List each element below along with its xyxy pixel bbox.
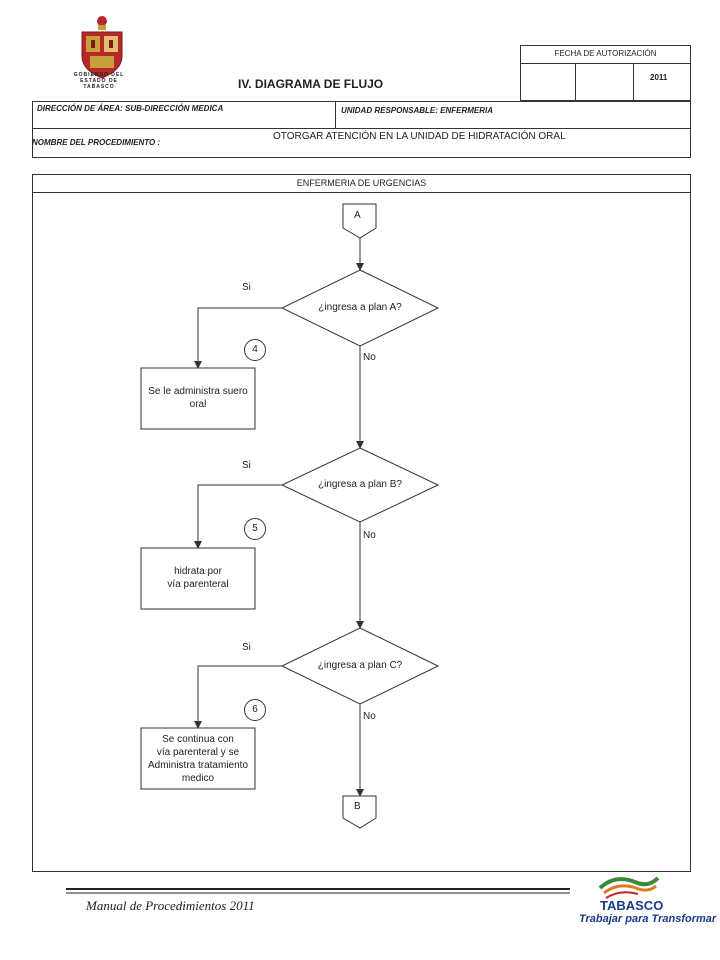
process-4-line: Se le administra suero	[148, 386, 248, 397]
authorization-year: 2011	[650, 73, 668, 82]
step-6-number: 6	[244, 699, 266, 721]
connector-b-label: B	[354, 801, 361, 812]
emblem-line-2: ESTADO DE	[80, 78, 118, 84]
procedure-name-label: NOMBRE DEL PROCEDIMIENTO :	[32, 138, 161, 147]
swimlane-title: ENFERMERIA DE URGENCIAS	[296, 178, 427, 188]
decision-b-yes-label: Si	[242, 460, 251, 471]
step-4-number: 4	[244, 339, 266, 361]
step-5-number: 5	[244, 518, 266, 540]
connector-a-shape	[342, 203, 377, 239]
connector-b-shape	[342, 795, 377, 829]
decision-a-yes-label: Si	[242, 282, 251, 293]
tabasco-slogan: Trabajar para Transformar	[579, 913, 717, 925]
connector-a-label: A	[354, 210, 361, 221]
direccion-area: DIRECCIÓN DE ÁREA: SUB-DIRECCIÓN MEDICA	[37, 104, 224, 113]
process-5-shape	[140, 547, 256, 610]
unidad-responsable: UNIDAD RESPONSABLE: ENFERMERIA	[341, 106, 494, 115]
tabasco-logo-word: TABASCO	[600, 898, 664, 913]
process-4-line: oral	[189, 399, 207, 410]
process-5-line: vía parenteral	[167, 579, 229, 590]
decision-a-no-label: No	[363, 352, 376, 363]
emblem-line-3: TABASCO	[83, 84, 115, 90]
process-5-line: hidrata por	[174, 566, 222, 577]
flow-line	[194, 665, 282, 729]
flow-line	[194, 484, 282, 549]
decision-c-text: ¿ingresa a plan C?	[317, 660, 403, 671]
emblem-shield-icon	[81, 16, 123, 79]
process-4-text: Se le administra suero oral	[141, 385, 255, 411]
authorization-date-box	[520, 45, 691, 101]
process-6-text: Se continua con vía parenteral y se Admi…	[141, 733, 255, 785]
emblem-line-1: GOBIERNO DEL	[73, 72, 125, 78]
process-6-line: medico	[181, 773, 215, 784]
decision-a-text: ¿ingresa a plan A?	[318, 302, 402, 313]
process-6-shape	[140, 727, 256, 790]
decision-b-text: ¿ingresa a plan B?	[318, 479, 402, 490]
authorization-date-label: FECHA DE AUTORIZACIÓN	[554, 49, 657, 58]
process-4-shape	[140, 367, 256, 430]
decision-b-no-label: No	[363, 530, 376, 541]
decision-c-yes-label: Si	[242, 642, 251, 653]
flow-line	[194, 307, 282, 369]
manual-footer-text: Manual de Procedimientos 2011	[86, 898, 255, 913]
process-6-line: Se continua con	[162, 734, 234, 745]
procedure-name-row	[32, 128, 691, 158]
procedure-name-value: OTORGAR ATENCIÓN EN LA UNIDAD DE HIDRATA…	[273, 131, 566, 142]
decision-c-no-label: No	[363, 711, 376, 722]
tabasco-logo-icon	[598, 876, 660, 899]
process-6-line: Administra tratamiento	[147, 760, 249, 771]
process-6-line: vía parenteral y se	[156, 747, 240, 758]
state-emblem: GOBIERNO DEL ESTADO DE TABASCO	[64, 12, 134, 92]
page-title: IV. DIAGRAMA DE FLUJO	[238, 77, 384, 91]
process-5-text: hidrata por vía parenteral	[141, 565, 255, 591]
